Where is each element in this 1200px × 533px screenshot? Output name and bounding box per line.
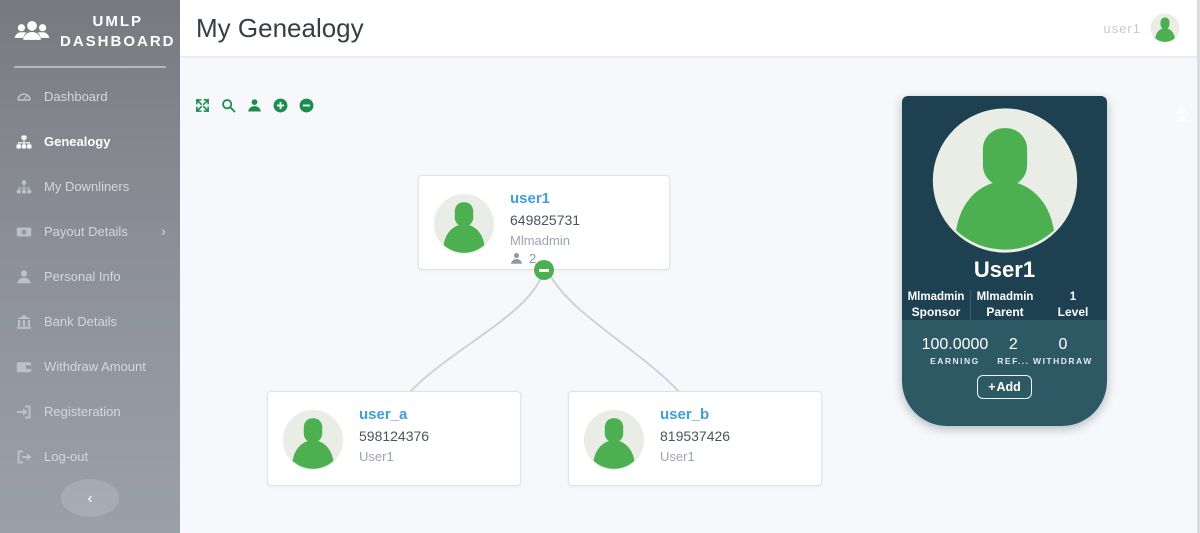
- sidebar-item-payout-details[interactable]: Payout Details ›: [0, 209, 180, 254]
- sidebar-item-label: Genealogy: [44, 134, 111, 149]
- node-member-id: 819537426: [660, 428, 731, 444]
- chevron-right-icon: ›: [161, 223, 166, 240]
- user-icon: [510, 252, 523, 265]
- zoom-in-icon[interactable]: [273, 98, 288, 113]
- member-profile-card: User1 Mlmadmin Sponsor Mlmadmin Parent 1…: [902, 96, 1107, 426]
- sidebar-item-dashboard[interactable]: Dashboard: [0, 74, 180, 119]
- node-username-link[interactable]: user_b: [660, 406, 710, 423]
- node-member-id: 598124376: [359, 428, 430, 444]
- profile-info-row: Mlmadmin Sponsor Mlmadmin Parent 1 Level: [902, 290, 1107, 320]
- sidebar-item-personal-info[interactable]: Personal Info: [0, 254, 180, 299]
- node-downline-count: 2: [510, 251, 580, 266]
- scroll-top-icon[interactable]: [1173, 106, 1191, 126]
- sidebar-item-genealogy[interactable]: Genealogy: [0, 119, 180, 164]
- genealogy-canvas: user1 649825731 Mlmadmin 2 user_a 598124…: [180, 57, 1200, 533]
- node-sponsor: User1: [359, 449, 394, 464]
- collapse-children-button[interactable]: [534, 260, 554, 280]
- search-icon[interactable]: [221, 98, 236, 113]
- node-sponsor: Mlmadmin: [510, 233, 570, 248]
- brand-title: UMLP DASHBOARD: [60, 13, 176, 50]
- node-details: user_a 598124376 User1: [359, 406, 429, 475]
- sidebar-item-label: Registeration: [44, 404, 121, 419]
- dashboard-icon: [17, 92, 31, 101]
- sidebar-item-registeration[interactable]: Registeration: [0, 389, 180, 434]
- payout-icon: [16, 227, 32, 236]
- sidebar-item-label: Log-out: [44, 449, 89, 464]
- sign-out-icon: [17, 450, 32, 463]
- user-icon[interactable]: [247, 98, 262, 113]
- profile-name: User1: [973, 257, 1036, 282]
- sign-in-icon: [17, 405, 31, 418]
- node-member-id: 649825731: [510, 212, 581, 228]
- profile-card-bottom: 100.0000 EARNING 2 REF... 0 WITHDRAW +Ad…: [902, 320, 1107, 426]
- top-header: My Genealogy user1: [180, 0, 1200, 57]
- header-username[interactable]: user1: [1103, 20, 1141, 36]
- node-details: user_b 819537426 User1: [660, 406, 730, 475]
- brand[interactable]: UMLP DASHBOARD: [0, 0, 180, 62]
- sidebar-item-label: Withdraw Amount: [44, 359, 146, 374]
- sidebar-collapse-button[interactable]: ‹: [61, 479, 119, 517]
- plus-icon: +: [988, 380, 996, 394]
- info-parent: Mlmadmin Parent: [976, 291, 1034, 319]
- profile-avatar: [930, 106, 1080, 255]
- avatar: [583, 409, 645, 471]
- user-icon: [16, 269, 32, 285]
- sidebar-item-label: Payout Details: [44, 224, 128, 239]
- avatar: [433, 193, 495, 255]
- avatar: [282, 409, 344, 471]
- wallet-icon: [16, 361, 32, 372]
- stat-referrals: 2 REF...: [997, 336, 1030, 366]
- brand-divider: [14, 66, 166, 68]
- stat-earning: 100.0000 EARNING: [921, 336, 989, 366]
- bank-icon: [17, 314, 31, 329]
- sidebar: UMLP DASHBOARD Dashboard Genealogy: [0, 0, 180, 533]
- downline-tree-icon: [16, 179, 32, 193]
- sidebar-item-my-downliners[interactable]: My Downliners: [0, 164, 180, 209]
- scrollbar-track[interactable]: [1197, 0, 1200, 533]
- sidebar-item-withdraw-amount[interactable]: Withdraw Amount: [0, 344, 180, 389]
- profile-card-top: User1 Mlmadmin Sponsor Mlmadmin Parent 1…: [902, 96, 1107, 320]
- users-group-icon: [14, 20, 50, 40]
- node-username-link[interactable]: user_a: [359, 406, 408, 423]
- info-sponsor: Mlmadmin Sponsor: [902, 290, 971, 320]
- sitemap-icon: [16, 135, 32, 148]
- sidebar-item-bank-details[interactable]: Bank Details: [0, 299, 180, 344]
- chevron-left-icon: ‹: [87, 489, 93, 507]
- tree-node-user-a[interactable]: user_a 598124376 User1: [267, 391, 521, 486]
- node-details: user1 649825731 Mlmadmin 2: [510, 190, 581, 266]
- sidebar-item-label: Dashboard: [44, 89, 108, 104]
- sidebar-item-label: My Downliners: [44, 179, 130, 194]
- sidebar-item-label: Personal Info: [44, 269, 121, 284]
- tree-node-root[interactable]: user1 649825731 Mlmadmin 2: [418, 175, 670, 270]
- tree-node-user-b[interactable]: user_b 819537426 User1: [568, 391, 822, 486]
- zoom-out-icon[interactable]: [299, 98, 314, 113]
- node-username-link[interactable]: user1: [510, 190, 551, 207]
- stat-withdraw: 0 WITHDRAW: [1033, 336, 1093, 366]
- sidebar-item-label: Bank Details: [44, 314, 117, 329]
- sidebar-nav: Dashboard Genealogy My Downliners: [0, 74, 180, 479]
- chart-toolbar: [195, 98, 314, 113]
- info-level: 1 Level: [1057, 291, 1089, 319]
- fullscreen-icon[interactable]: [195, 98, 210, 113]
- page-title: My Genealogy: [196, 12, 364, 43]
- header-user-menu: user1: [1103, 13, 1180, 43]
- add-member-button[interactable]: +Add: [977, 375, 1032, 399]
- header-avatar[interactable]: [1150, 13, 1180, 43]
- node-sponsor: User1: [660, 449, 695, 464]
- profile-stats-row: 100.0000 EARNING 2 REF... 0 WITHDRAW: [902, 336, 1107, 366]
- sidebar-item-log-out[interactable]: Log-out: [0, 434, 180, 479]
